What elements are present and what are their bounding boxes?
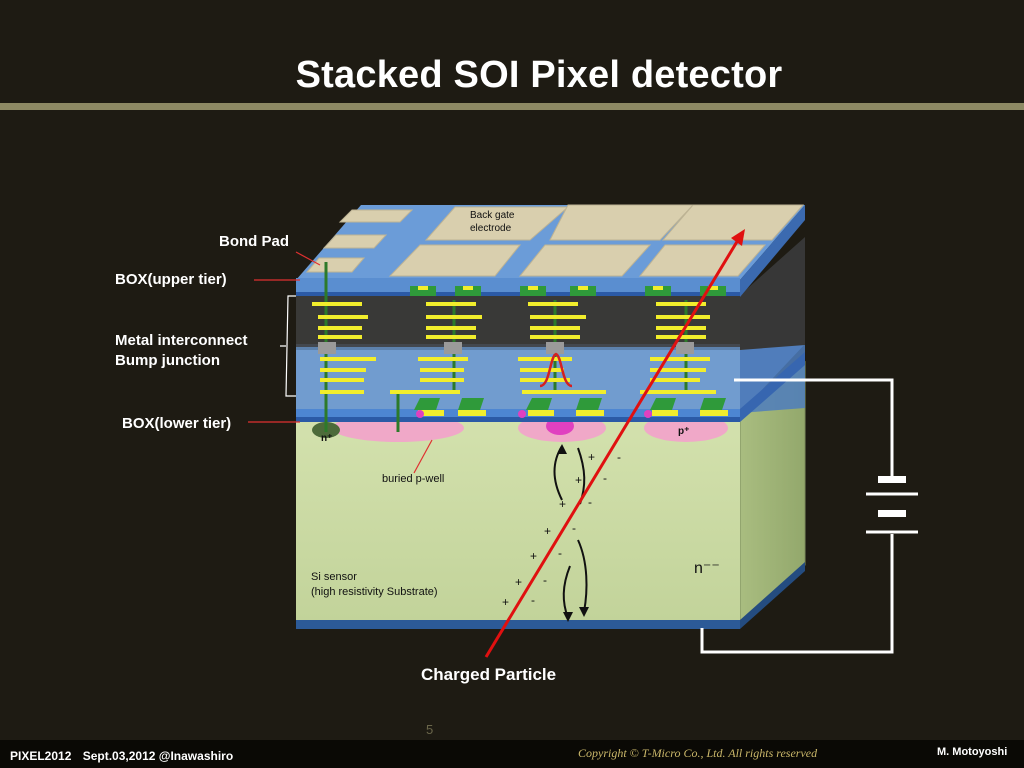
interconnect-bracket [280, 295, 296, 397]
hole-sign: + [515, 575, 523, 589]
hole-sign: + [575, 473, 583, 487]
metal-stack-2 [390, 300, 482, 432]
conference-date-place: Sept.03,2012 @Inawashiro [82, 749, 234, 763]
top-pads [305, 204, 805, 277]
bond-pad-label: Bond Pad [219, 233, 289, 250]
title-divider [0, 103, 1024, 110]
charged-particle-label: Charged Particle [421, 665, 557, 684]
author-name: M. Motoyoshi [937, 746, 1008, 758]
electron-sign: - [572, 521, 576, 535]
bump-junction-label: Bump junction [115, 352, 220, 369]
box-lower-label: BOX(lower tier) [122, 415, 232, 432]
metal-interconnect-label: Metal interconnect [115, 332, 248, 349]
copyright-notice: Copyright © T-Micro Co., Ltd. All rights… [578, 746, 818, 760]
electron-sign: - [603, 471, 607, 485]
n-plus-label: n⁺ [321, 433, 333, 444]
hole-sign: + [559, 497, 567, 511]
si-sensor-block [296, 360, 806, 629]
hole-sign: + [588, 450, 596, 464]
electron-sign: - [558, 546, 562, 560]
hole-sign: + [544, 524, 552, 538]
charged-particle-track [484, 229, 745, 658]
box-upper-label: BOX(upper tier) [115, 271, 227, 288]
lower-transistors [414, 398, 728, 418]
upper-transistors [410, 286, 726, 296]
n-minus-label: n⁻⁻ [694, 560, 720, 577]
battery-plate-short [878, 476, 906, 483]
electron-sign: - [588, 495, 592, 509]
hole-sign: + [502, 595, 510, 609]
interconnect-gap-side [740, 237, 805, 350]
electron-sign: - [543, 573, 547, 587]
si-sensor-label: Si sensor (high resistivity Substrate) [311, 571, 438, 598]
metal-stack-3 [518, 300, 606, 394]
slide-title: Stacked SOI Pixel detector [295, 54, 783, 96]
conference-name: PIXEL2012 [10, 749, 72, 763]
page-number: 5 [426, 722, 434, 737]
footer-conference-info: PIXEL2012 Sept.03,2012 @Inawashiro [10, 749, 241, 763]
back-gate-label: Back gate electrode [470, 210, 515, 234]
hole-sign: + [530, 549, 538, 563]
signal-pulse [539, 352, 573, 388]
drift-arrows [553, 444, 589, 622]
bond-pad-leader [295, 251, 321, 266]
footer-bar [0, 740, 1024, 768]
pwell-leader [413, 439, 433, 474]
electron-sign: - [617, 450, 621, 464]
metal-stack-1 [312, 262, 376, 432]
buried-pwell-label: buried p-well [382, 473, 445, 485]
bias-circuit [700, 378, 918, 654]
electron-sign: - [531, 593, 535, 607]
p-plus-label: p⁺ [678, 426, 690, 437]
